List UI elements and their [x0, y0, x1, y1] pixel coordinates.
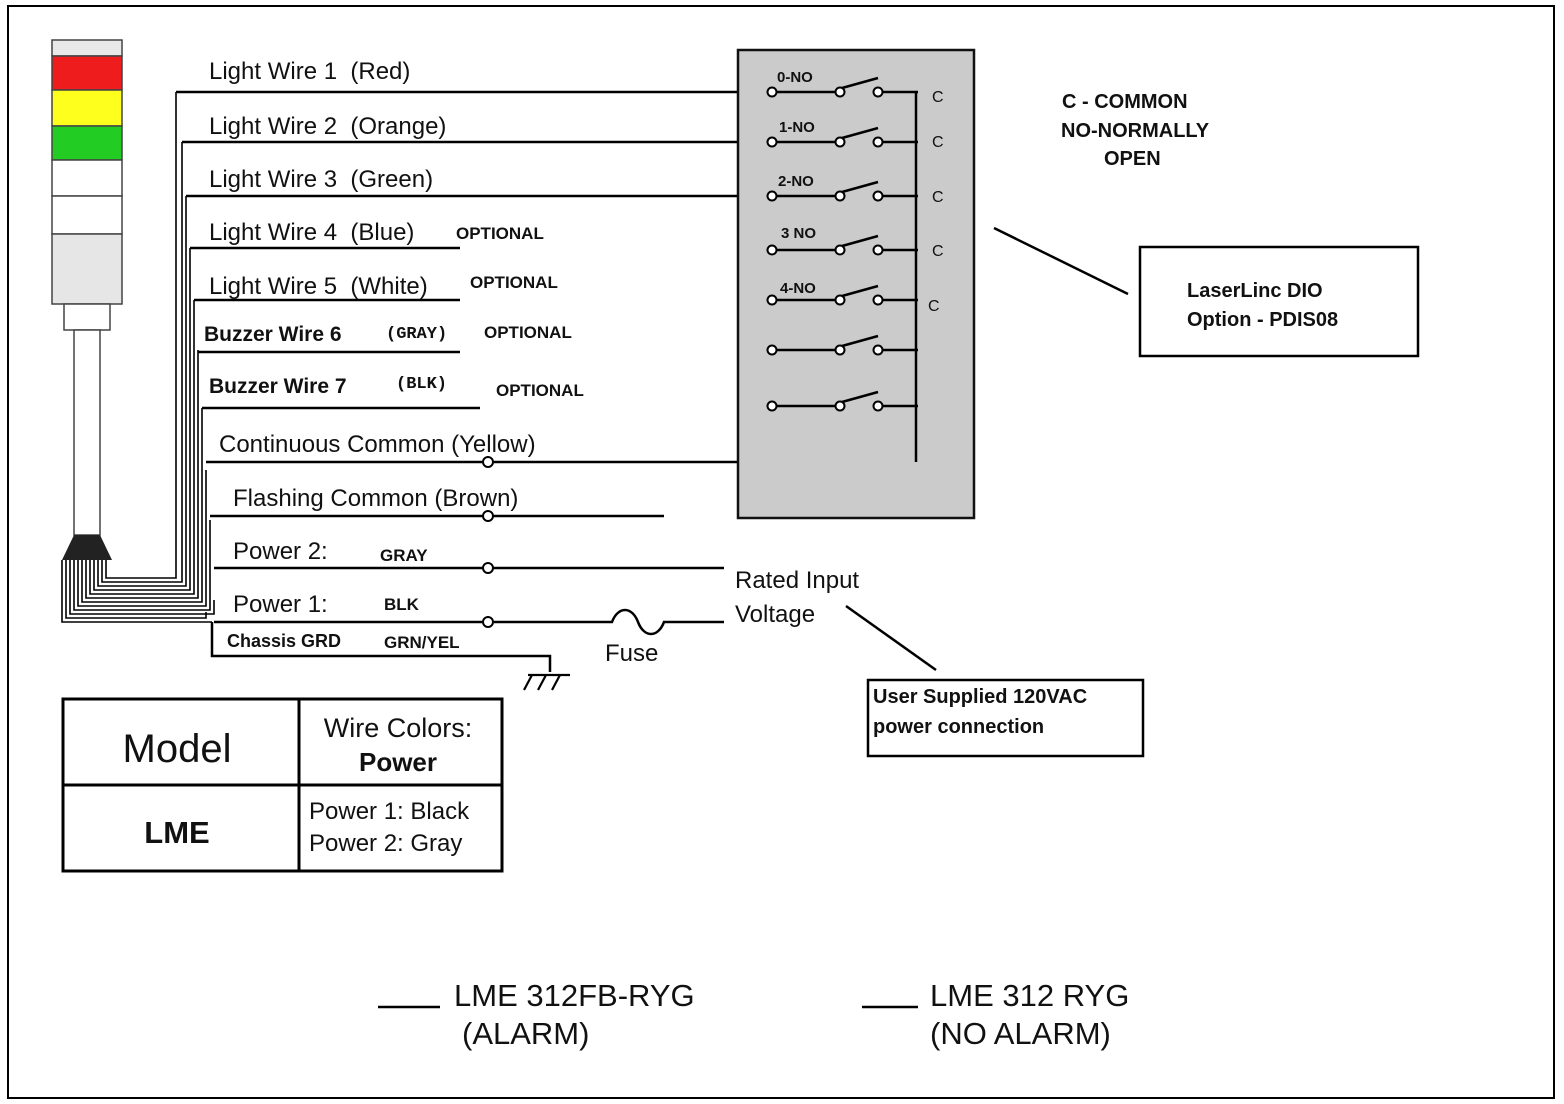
common-c-4: C — [928, 298, 940, 315]
legend: C - COMMON NO-NORMALLY OPEN — [1061, 91, 1210, 170]
power-1-color: BLK — [384, 595, 420, 614]
wire-2-label: Light Wire 2 (Orange) — [209, 113, 446, 140]
wire-labels: Light Wire 1 (Red) Light Wire 2 (Orange)… — [204, 58, 584, 652]
legend-open: OPEN — [1104, 148, 1161, 170]
io-switch — [766, 234, 918, 256]
user-supplied-pointer — [845, 604, 937, 672]
user-supplied-line2: power connection — [873, 716, 1044, 738]
buzzer-6-color: (GRAY) — [386, 325, 447, 344]
table-header-power: Power — [359, 747, 437, 777]
power-2-color: GRAY — [380, 546, 428, 565]
yellow-lamp — [51, 89, 123, 127]
white-lamp — [51, 159, 123, 197]
fuse-label: Fuse — [605, 640, 658, 667]
option-2-name: LME 312 RYG — [930, 978, 1129, 1013]
blank-lamp — [51, 195, 123, 235]
power-2-label: Power 2: — [233, 538, 328, 565]
io-switch — [766, 180, 918, 202]
cable-bundle — [61, 92, 215, 623]
option-1-name: LME 312FB-RYG — [454, 978, 695, 1013]
io-switch — [766, 390, 918, 412]
laserlinc-box — [1138, 245, 1420, 358]
switch-3-label: 3 NO — [781, 225, 816, 242]
common-c-1: C — [932, 134, 944, 151]
model-options: LME 312FB-RYG (ALARM) LME 312 RYG (NO AL… — [378, 978, 1129, 1051]
io-module: 0-NO 1-NO 2-NO 3 NO 4-NO C C C C C — [736, 48, 976, 520]
page-border — [7, 5, 1555, 1099]
switch-4-label: 4-NO — [780, 280, 816, 297]
chassis-grd-color: GRN/YEL — [384, 633, 460, 652]
continuous-common-label: Continuous Common (Yellow) — [219, 431, 536, 458]
user-supplied-box — [866, 678, 1145, 758]
power1-terminal — [482, 616, 494, 628]
user-supplied-line1: User Supplied 120VAC — [873, 686, 1087, 708]
power-1-label: Power 1: — [233, 591, 328, 618]
table-header-model: Model — [123, 727, 232, 771]
buzzer-6-label: Buzzer Wire 6 — [204, 323, 342, 346]
rated-input-label: Rated Input — [735, 567, 859, 594]
table-power2-value: Power 2: Gray — [309, 830, 462, 857]
buzzer-6-optional: OPTIONAL — [484, 323, 572, 342]
flashing-common-terminal — [482, 510, 494, 522]
chassis-grd-label: Chassis GRD — [227, 631, 341, 651]
wire-5-optional: OPTIONAL — [470, 273, 558, 292]
cable-gland — [62, 535, 112, 560]
wire-1-label: Light Wire 1 (Red) — [209, 58, 410, 85]
io-switch — [766, 76, 918, 98]
green-lamp — [51, 125, 123, 161]
common-c-0: C — [932, 89, 944, 106]
table-header-wire-colors: Wire Colors: — [324, 713, 473, 743]
voltage-label: Voltage — [735, 601, 815, 628]
power2-terminal — [482, 562, 494, 574]
io-switch — [766, 284, 918, 306]
option-1-desc: (ALARM) — [462, 1016, 589, 1051]
wire-5-label: Light Wire 5 (White) — [209, 273, 428, 300]
laserlinc-line2: Option - PDIS08 — [1187, 309, 1338, 331]
common-c-3: C — [932, 243, 944, 260]
red-lamp — [51, 55, 123, 91]
tower-collar — [63, 303, 111, 331]
buzzer-7-optional: OPTIONAL — [496, 381, 584, 400]
switch-1-label: 1-NO — [779, 119, 815, 136]
switch-0-label: 0-NO — [777, 69, 813, 86]
buzzer-7-color: (BLK) — [396, 375, 447, 394]
common-c-2: C — [932, 189, 944, 206]
io-module-body — [736, 48, 976, 520]
tower-base — [51, 233, 123, 305]
legend-common: C - COMMON — [1062, 91, 1188, 113]
flashing-common-label: Flashing Common (Brown) — [233, 485, 518, 512]
wire-terminals — [482, 456, 494, 628]
laserlinc-pointer — [993, 226, 1129, 296]
stack-light-tower — [51, 39, 123, 560]
ground-icon — [523, 673, 570, 691]
tower-pole — [73, 329, 101, 536]
wire-4-label: Light Wire 4 (Blue) — [209, 219, 414, 246]
switch-2-label: 2-NO — [778, 173, 814, 190]
continuous-common-terminal — [482, 456, 494, 468]
buzzer-7-label: Buzzer Wire 7 — [209, 375, 347, 398]
wire-runs — [176, 90, 920, 672]
io-switch — [766, 126, 918, 148]
table-model-value: LME — [144, 815, 209, 850]
laserlinc-line1: LaserLinc DIO — [1187, 280, 1323, 302]
fuse-symbol — [494, 608, 724, 636]
option-2-desc: (NO ALARM) — [930, 1016, 1111, 1051]
io-switch — [766, 334, 918, 356]
wire-4-optional: OPTIONAL — [456, 224, 544, 243]
legend-normally: NO-NORMALLY — [1061, 120, 1210, 142]
wire-3-label: Light Wire 3 (Green) — [209, 166, 433, 193]
model-table: Model Wire Colors: Power LME Power 1: Bl… — [61, 697, 504, 873]
io-switches — [766, 76, 918, 412]
table-power1-value: Power 1: Black — [309, 798, 470, 825]
tower-cap — [51, 39, 123, 57]
